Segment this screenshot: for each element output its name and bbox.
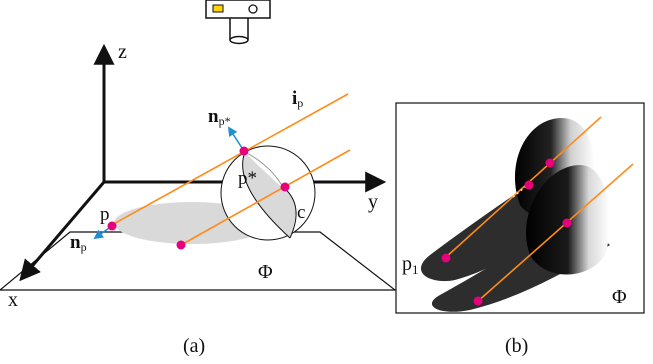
ray-b-upper (444, 116, 602, 259)
point-b-exit (545, 158, 555, 168)
plane-phi-label-b: Φ (612, 286, 627, 308)
point-p (107, 221, 117, 231)
normal-np-star (227, 126, 245, 152)
p-label: p (100, 204, 110, 225)
point-b-entry (524, 180, 534, 190)
x-axis (19, 181, 106, 282)
np-label: np (70, 232, 87, 254)
x-axis-label: x (8, 289, 18, 311)
point-b-lower-entry (562, 218, 572, 228)
caption-b: (b) (505, 335, 528, 357)
point-p-star (239, 146, 249, 156)
point-c-shadow (176, 240, 186, 250)
ray-b-lower (476, 163, 634, 303)
p1-label: p1 (402, 253, 419, 277)
panel-b: p1 Φ (b) (395, 102, 645, 357)
point-p1 (441, 253, 451, 263)
c-label: c (297, 202, 305, 223)
point-b-lower-shadow (473, 296, 483, 306)
ray-c (180, 149, 351, 246)
ray-b-hidden (512, 182, 531, 198)
p-star-label: p* (238, 168, 257, 189)
point-c-entry (280, 182, 290, 192)
camera-icon (205, 0, 271, 45)
np-star-label: np* (208, 106, 231, 128)
plane-phi-label-a: Φ (258, 261, 273, 283)
sphere (220, 145, 316, 241)
ray-ip (109, 93, 349, 227)
panel-a: z y x ip np* p* c p np Φ (a) (0, 41, 397, 357)
caption-a: (a) (183, 335, 205, 357)
y-axis-label: y (368, 191, 378, 213)
z-axis-label: z (118, 41, 127, 63)
ip-label: ip (292, 88, 303, 110)
